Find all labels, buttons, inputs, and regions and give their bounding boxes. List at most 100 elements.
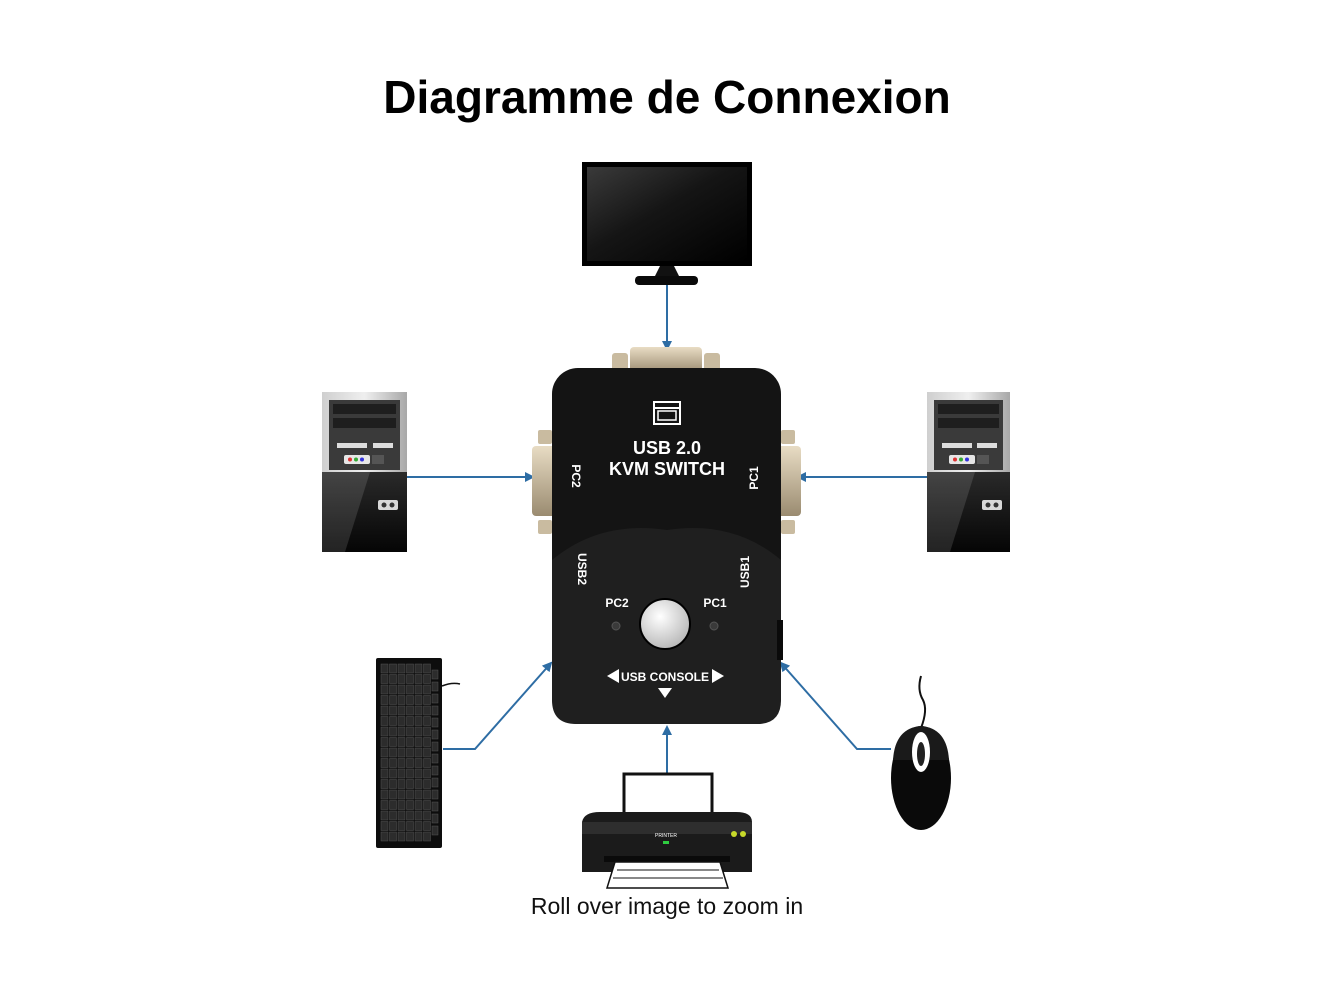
keyboard-key <box>380 779 389 789</box>
monitor-icon <box>582 162 752 285</box>
screen-logo-icon <box>653 401 681 425</box>
led-pc1 <box>709 621 719 631</box>
keyboard-key <box>414 747 423 758</box>
keyboard-key <box>414 810 423 821</box>
keyboard-key <box>423 695 431 705</box>
keyboard-key <box>389 716 397 726</box>
keyboard-key <box>406 726 414 737</box>
keyboard-key <box>380 695 389 705</box>
keyboard-key <box>414 831 423 842</box>
keyboard-key <box>431 705 439 716</box>
keyboard-key <box>431 741 439 752</box>
keyboard-key <box>389 684 397 695</box>
keyboard-key <box>406 779 414 789</box>
arrow-left-icon <box>607 669 619 683</box>
keyboard-key <box>414 674 423 684</box>
keyboard-key <box>380 705 389 716</box>
keyboard-key <box>414 789 423 800</box>
keyboard-key <box>406 684 414 695</box>
keyboard-key <box>389 800 397 810</box>
keyboard-key <box>397 747 406 758</box>
keyboard-key <box>406 768 414 779</box>
connector-lines <box>407 284 927 778</box>
keyboard-key <box>431 669 439 680</box>
keyboard-key <box>389 663 397 674</box>
keyboard-key <box>423 674 431 684</box>
keyboard-key <box>389 789 397 800</box>
keyboard-key <box>389 674 397 684</box>
keyboard-key <box>431 801 439 812</box>
keyboard-key <box>431 825 439 836</box>
keyboard-key <box>406 747 414 758</box>
keyboard-key <box>414 705 423 716</box>
keyboard-key <box>397 695 406 705</box>
keyboard-key <box>406 831 414 842</box>
keyboard-key <box>380 800 389 810</box>
printer-brand: PRINTER <box>655 833 677 839</box>
keyboard-key <box>414 758 423 768</box>
keyboard-key <box>397 810 406 821</box>
keyboard-key <box>431 765 439 776</box>
keyboard-key <box>423 747 431 758</box>
keyboard-key <box>423 758 431 768</box>
printer-icon: PRINTER <box>582 772 752 889</box>
keyboard-key <box>380 663 389 674</box>
keyboard-key <box>397 789 406 800</box>
keyboard-key <box>431 813 439 824</box>
keyboard-key <box>397 737 406 747</box>
keyboard-key <box>397 758 406 768</box>
port-label-pc2: PC2 <box>569 464 583 488</box>
keyboard-key <box>406 663 414 674</box>
keyboard-key <box>414 737 423 747</box>
keyboard-key <box>414 779 423 789</box>
keyboard-key <box>397 779 406 789</box>
keyboard-key <box>431 729 439 740</box>
port-label-pc1: PC1 <box>747 466 761 490</box>
keyboard-key <box>380 789 389 800</box>
keyboard-key <box>397 726 406 737</box>
keyboard-key <box>380 684 389 695</box>
keyboard-key <box>389 726 397 737</box>
keyboard-key <box>389 779 397 789</box>
led-label-pc2: PC2 <box>605 596 629 610</box>
keyboard-key <box>414 768 423 779</box>
keyboard-key <box>380 831 389 842</box>
keyboard-key <box>431 717 439 728</box>
keyboard-key <box>423 684 431 695</box>
device-model-line1: USB 2.0 <box>633 438 701 458</box>
keyboard-key <box>397 821 406 831</box>
keyboard-key <box>389 810 397 821</box>
vga-port-right <box>777 446 801 516</box>
keyboard-key <box>389 705 397 716</box>
keyboard-key <box>423 779 431 789</box>
keyboard-key <box>423 800 431 810</box>
mouse-connector <box>779 661 891 750</box>
keyboard-key <box>423 831 431 842</box>
keyboard-key <box>389 695 397 705</box>
computer-tower-icon <box>927 392 1010 552</box>
keyboard-key <box>397 705 406 716</box>
arrow-down-icon <box>658 688 672 698</box>
mouse-icon <box>891 675 951 830</box>
keyboard-key <box>423 789 431 800</box>
keyboard-key <box>423 663 431 674</box>
keyboard-key <box>397 831 406 842</box>
keyboard-key <box>406 821 414 831</box>
device-model-line2: KVM SWITCH <box>609 459 725 479</box>
keyboard-key <box>423 821 431 831</box>
keyboard-icon <box>376 658 461 848</box>
diagram-title: Diagramme de Connexion <box>383 71 951 123</box>
keyboard-key <box>397 663 406 674</box>
keyboard-key <box>423 810 431 821</box>
keyboard-key <box>406 674 414 684</box>
switch-button[interactable] <box>639 598 691 650</box>
keyboard-key <box>397 674 406 684</box>
keyboard-key <box>414 800 423 810</box>
port-label-usb2: USB2 <box>575 553 589 585</box>
keyboard-key <box>406 695 414 705</box>
keyboard-key <box>380 758 389 768</box>
console-label: USB CONSOLE <box>621 670 709 684</box>
keyboard-key <box>406 758 414 768</box>
keyboard-key <box>423 737 431 747</box>
keyboard-key <box>397 716 406 726</box>
